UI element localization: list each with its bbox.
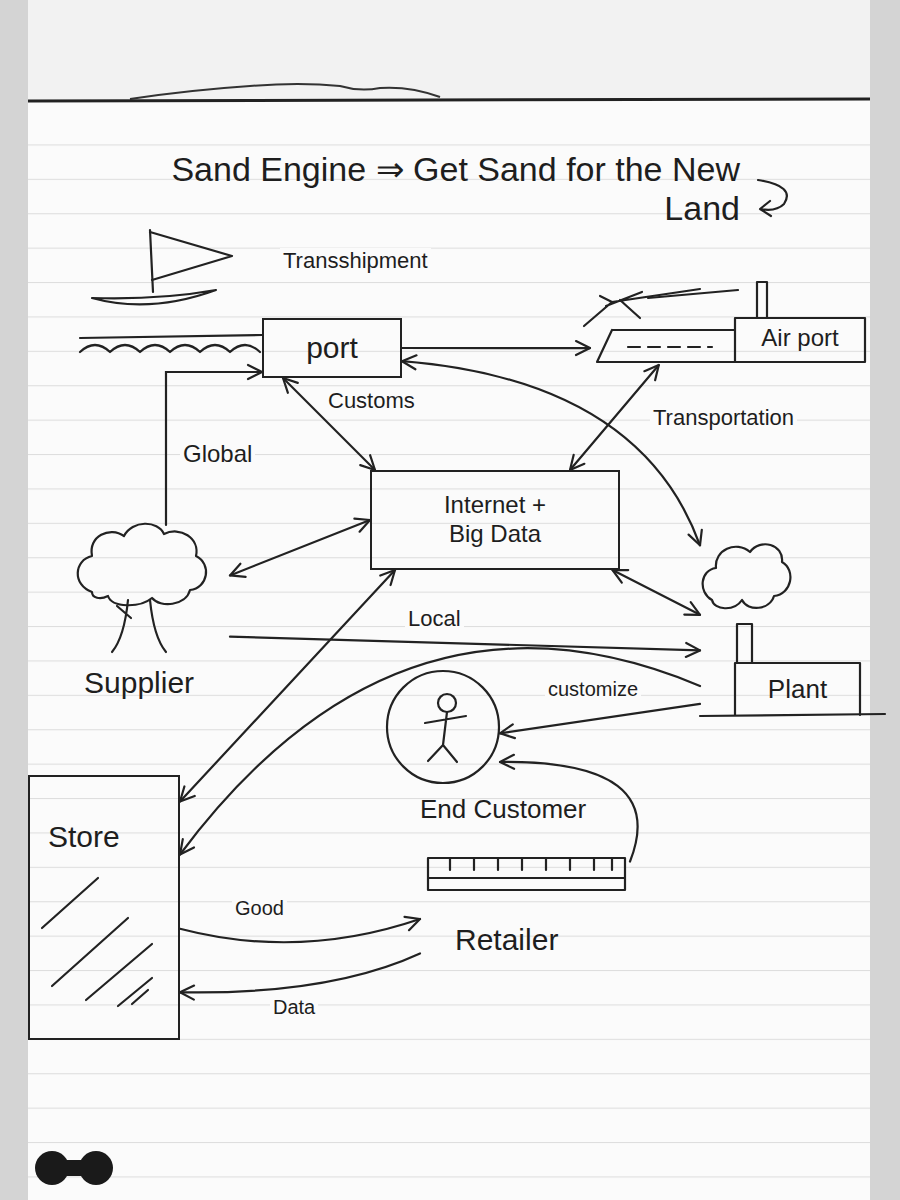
connector — [180, 917, 420, 942]
arrowhead — [570, 365, 659, 470]
figure-head — [438, 694, 456, 712]
port-box: port — [262, 318, 402, 378]
chimney — [737, 624, 752, 663]
customer-circle — [387, 671, 499, 783]
terminal-box — [735, 318, 865, 362]
edge-label: Customs — [325, 388, 418, 413]
connector-line — [230, 520, 370, 575]
arrowhead — [180, 570, 395, 802]
node-label: Plant — [735, 674, 860, 705]
title: Sand Engine ⇒ Get Sand for the New Land — [130, 150, 740, 228]
ruled-lines — [28, 112, 870, 1200]
retailer-node: Retailer — [420, 850, 630, 965]
previous-page — [28, 0, 870, 100]
node-label: End Customer — [420, 794, 586, 825]
node-label: Retailer — [455, 922, 558, 958]
arrowhead — [613, 570, 701, 615]
arrowhead — [686, 643, 700, 657]
runway — [597, 330, 735, 362]
page-edge — [28, 99, 870, 101]
runway-marks — [628, 346, 712, 348]
node-label: Supplier — [84, 665, 194, 701]
connector-line — [613, 570, 701, 615]
arrowhead — [180, 839, 194, 854]
edge-label: Transportation — [650, 405, 797, 430]
node-label: Internet + Big Data — [435, 491, 555, 549]
airport-node: Air port — [590, 300, 865, 365]
plant-box — [735, 663, 860, 715]
node-label: Air port — [737, 324, 863, 353]
arrowhead — [500, 724, 515, 738]
connector — [570, 365, 659, 470]
node-label: port — [306, 330, 358, 366]
ground-line — [700, 714, 885, 716]
customer-node: End Customer — [385, 670, 500, 785]
smoke-cloud — [703, 544, 791, 608]
node-label: Store — [48, 819, 120, 855]
note-label: Transshipment — [280, 248, 431, 273]
connector — [166, 365, 262, 525]
speed-line — [648, 290, 738, 298]
store-box: Store — [28, 775, 180, 1040]
stick-figure — [425, 712, 466, 762]
supplier-node: Supplier — [70, 525, 230, 705]
waves — [80, 345, 260, 352]
water-line — [80, 335, 262, 338]
connector-line — [230, 637, 700, 651]
arrowhead — [405, 917, 421, 930]
arrowhead — [248, 365, 262, 379]
arrowhead — [576, 341, 590, 355]
connector-line — [180, 648, 700, 854]
control-tower — [757, 282, 767, 318]
tree-crown — [78, 524, 206, 606]
boat-mast — [150, 230, 153, 292]
boat-sail — [150, 232, 232, 280]
paper-sheet — [28, 100, 870, 1200]
edge-label: customize — [545, 678, 641, 701]
connector — [180, 648, 700, 854]
connector-line — [500, 704, 700, 734]
connector-line — [166, 372, 262, 525]
connector — [180, 954, 420, 1000]
sketch-lines — [42, 180, 885, 1006]
boat-hull — [92, 290, 216, 304]
store-hatching — [42, 878, 152, 1006]
connector — [180, 570, 395, 802]
tree-trunk — [112, 600, 166, 652]
logo-bar — [52, 1160, 96, 1176]
edge-label: Data — [270, 996, 318, 1019]
connector-line — [570, 365, 659, 470]
connector-line — [180, 570, 395, 802]
connector — [230, 519, 370, 577]
arrowhead — [230, 519, 370, 577]
page-doodle — [130, 84, 440, 99]
connector — [500, 704, 700, 738]
arrowhead — [500, 755, 514, 769]
edge-label: Local — [405, 606, 464, 631]
edge-label: Global — [180, 440, 255, 468]
edge-label: Good — [232, 897, 287, 920]
plant-node: Plant — [700, 540, 885, 718]
connector — [613, 570, 701, 615]
arrowhead — [180, 986, 194, 1000]
data-hub-box: Internet + Big Data — [370, 470, 620, 570]
notebook-logo — [35, 1151, 113, 1185]
connector — [402, 341, 590, 355]
shelf-ticks — [450, 858, 612, 870]
retail-shelf — [428, 858, 625, 890]
title-curl-arrow — [758, 180, 787, 216]
connector-line — [180, 919, 420, 942]
connector-line — [402, 347, 590, 349]
connector-line — [180, 954, 420, 993]
